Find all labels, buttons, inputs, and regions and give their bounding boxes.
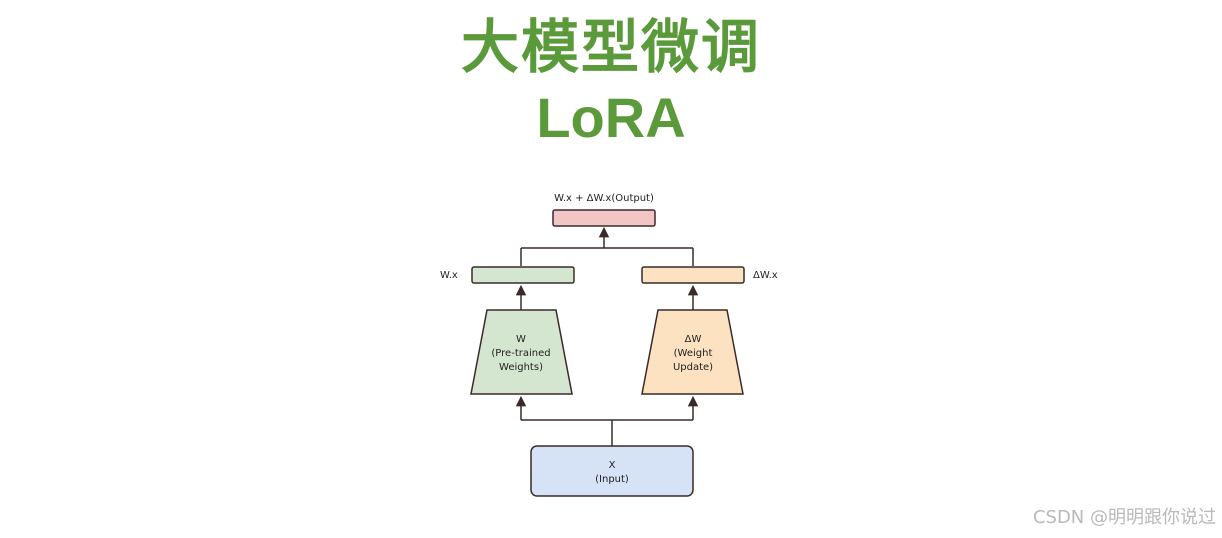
weight-update-block (641, 309, 744, 395)
pretrained-line-2: (Pre-trained (491, 348, 550, 359)
title-lora: LoRA (536, 86, 686, 149)
left-output-box (471, 266, 575, 284)
csdn-watermark: CSDN @明明跟你说过 (1032, 507, 1216, 528)
pretrained-weights-block (470, 309, 573, 395)
left-output-label: W.x (440, 270, 458, 281)
update-line-3: Update) (673, 362, 713, 373)
pretrained-line-3: Weights) (499, 362, 543, 373)
update-line-2: (Weight (674, 348, 713, 359)
input-block (530, 445, 694, 497)
output-box (552, 209, 656, 227)
right-output-box (641, 266, 745, 284)
output-label: W.x + ΔW.x(Output) (554, 193, 654, 204)
pretrained-line-1: W (516, 334, 526, 345)
right-output-label: ΔW.x (753, 270, 778, 281)
title-chinese: 大模型微调 (460, 13, 761, 81)
input-line-1: X (609, 460, 616, 471)
input-line-2: (Input) (595, 474, 629, 485)
update-line-1: ΔW (685, 334, 702, 345)
